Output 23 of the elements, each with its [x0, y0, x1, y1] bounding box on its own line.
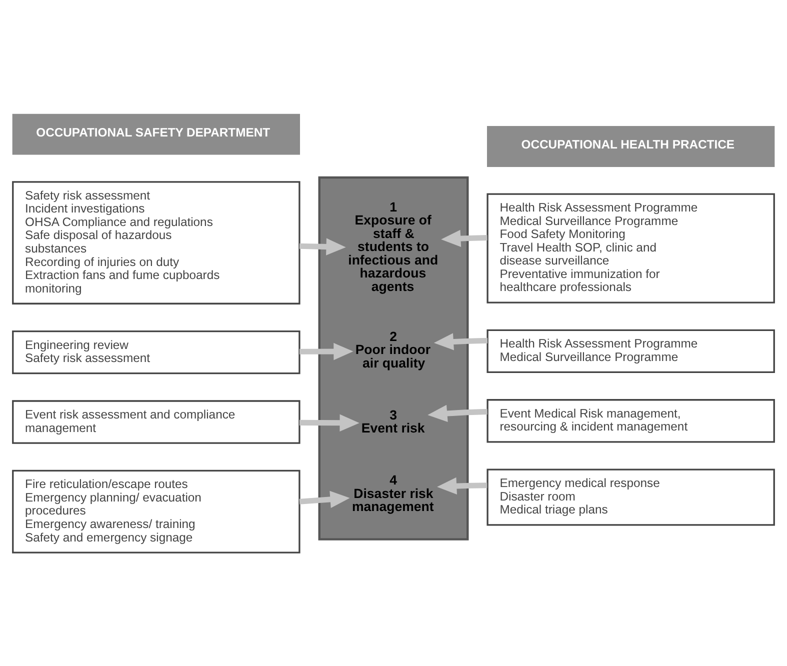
node-box: OCCUPATIONAL HEALTH PRACTICE	[487, 126, 775, 166]
node-box: Event Medical Risk management, resourcing & incident management	[486, 398, 775, 442]
arrow	[437, 476, 488, 494]
node-box: Safety risk assessment Incident investigations OHSA Compliance and regulations Safe disposal of hazardous substances Recording of injuries on duty Extraction fans and fume cupboards monitoring	[12, 180, 300, 304]
node-text: 2 Poor indoor air quality	[355, 328, 430, 370]
arrow	[434, 332, 488, 350]
node-text: 3 Event risk	[361, 406, 425, 436]
node-box: Event risk assessment and compliance management	[12, 400, 300, 444]
node-box: Health Risk Assessment Programme Medical Surveillance Programme Food Safety Monitoring Travel Health SOP, clinic and disease surveillance Preventative immunization for healthcare professionals	[486, 192, 775, 303]
arrow	[299, 342, 354, 360]
node-box: OCCUPATIONAL SAFETY DEPARTMENT	[12, 113, 300, 154]
node-box: Engineering review Safety risk assessment	[12, 330, 300, 374]
arrow	[299, 490, 350, 508]
arrow	[299, 238, 346, 255]
cluster	[318, 176, 469, 540]
arrow	[299, 414, 360, 431]
node-text: 4 Disaster risk management	[352, 472, 434, 514]
node-box: Emergency medical response Disaster room Medical triage plans	[486, 468, 775, 526]
node-text: 1 Exposure of staff & students to infectious and hazardous agents	[348, 198, 438, 294]
arrow	[441, 229, 488, 247]
node-box: Health Risk Assessment Programme Medical Surveillance Programme	[486, 328, 775, 373]
arrow	[428, 404, 488, 422]
node-box: Fire reticulation/escape routes Emergency planning/ evacuation procedures Emergency awareness/ training Safety and emergency signage	[12, 469, 300, 553]
